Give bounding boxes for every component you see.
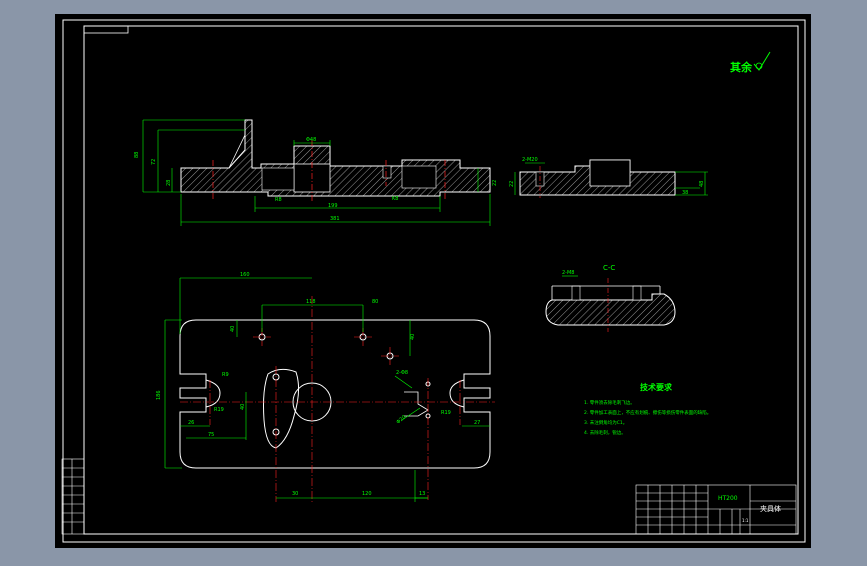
dim-plan-30: 30 (292, 491, 298, 497)
dim-plan-120: 120 (362, 491, 372, 497)
inner-border (83, 25, 799, 535)
front-section-view (180, 119, 491, 202)
dim-plan-13: 13 (419, 491, 425, 497)
dim-front-bore: Φ48 (306, 137, 316, 143)
dim-front-22: 22 (492, 180, 498, 186)
dim-plan-40b: 40 (410, 334, 416, 340)
dim-plan-160: 160 (240, 272, 250, 278)
plan-centerlines (180, 296, 495, 502)
side-dimension-text: 2-M20 22 48 38 (509, 157, 705, 196)
plan-cam-plate (263, 368, 300, 449)
side-dimensions (514, 162, 708, 196)
front-dimension-text: 88 72 28 Φ48 R8 K8 199 381 22 (134, 137, 498, 222)
section-cc-label: C-C (603, 264, 615, 272)
section-cc: C-C 2-M8 (545, 264, 676, 332)
roughness-note: 其余 (730, 51, 771, 74)
front-dimensions (142, 119, 491, 226)
dim-plan-186: 186 (156, 390, 162, 400)
dim-plan-r19-right: R19 (441, 410, 451, 416)
dim-plan-hole-group: 2-Φ8 (396, 370, 408, 376)
plan-outline (179, 319, 491, 469)
dim-front-28: 28 (166, 180, 172, 186)
dim-plan-118: 118 (306, 299, 316, 305)
left-revision-stub (61, 458, 85, 535)
dim-front-72: 72 (151, 159, 157, 165)
dim-cc-thread: 2-M8 (562, 270, 574, 276)
dim-front-381: 381 (330, 216, 340, 222)
dim-front-k8: K8 (392, 196, 398, 202)
title-material: HT200 (718, 495, 738, 502)
roughness-text: 其余 (730, 60, 753, 74)
title-block (635, 484, 797, 535)
dim-front-r8: R8 (275, 197, 282, 203)
tech-req-item-1: 1. 零件须去除毛刺飞边。 (584, 399, 635, 406)
dim-plan-r9: R9 (222, 372, 229, 378)
plan-view (179, 319, 491, 469)
title-scale: 1:1 (742, 518, 749, 523)
title-part-name: 夹具体 (760, 504, 781, 513)
plan-dimension-text: 160 118 80 40 40 186 R9 R19 2-Φ8 R19 Φ20… (156, 272, 480, 497)
tech-req-item-3: 3. 未注倒角均为C1。 (584, 419, 627, 426)
tech-requirements: 技术要求 1. 零件须去除毛刺飞边。 2. 零件加工表面上，不应有划痕、擦伤等损… (584, 382, 711, 436)
outer-border (62, 19, 806, 543)
section-cc-outline (545, 293, 676, 326)
plan-dimensions (164, 277, 490, 502)
dim-plan-phi20: Φ20 (395, 414, 407, 425)
dim-side-38: 38 (682, 190, 688, 196)
dim-plan-r19-left: R19 (214, 407, 224, 413)
dim-plan-80: 80 (372, 299, 378, 305)
tech-req-item-4: 4. 去除毛刺，锐边。 (584, 429, 626, 436)
dim-front-199: 199 (328, 203, 338, 209)
code-box (83, 25, 129, 34)
dim-plan-40a: 40 (230, 326, 236, 332)
tech-req-title: 技术要求 (640, 382, 673, 392)
side-view (519, 159, 676, 198)
dim-front-88: 88 (134, 152, 140, 158)
dim-plan-75: 75 (208, 432, 214, 438)
tech-req-item-2: 2. 零件加工表面上，不应有划痕、擦伤等损伤零件表面的缺陷。 (584, 409, 711, 416)
dim-side-48: 48 (699, 181, 705, 187)
dim-plan-27: 27 (474, 420, 480, 426)
dim-plan-26: 26 (188, 420, 194, 426)
dim-side-thread: 2-M20 (522, 157, 538, 163)
dim-side-22: 22 (509, 181, 515, 187)
dim-plan-40c: 40 (240, 404, 246, 410)
